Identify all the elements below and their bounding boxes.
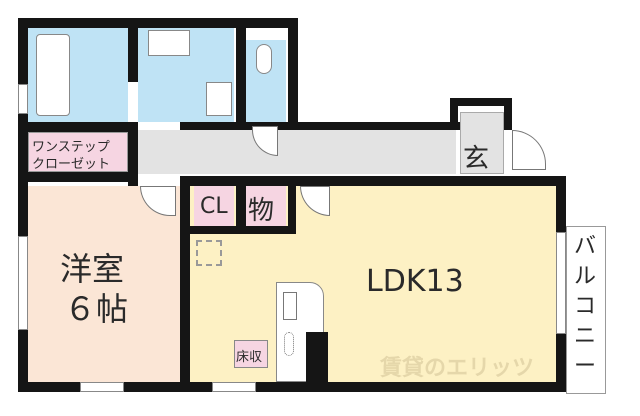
- wall-cl-divider: [236, 186, 246, 226]
- wall-bottom: [18, 382, 566, 392]
- balcony: [566, 226, 606, 394]
- toilet-bowl: [256, 44, 272, 74]
- one-step-closet-label-1: ワンステップ: [32, 140, 110, 155]
- wall-bath-wash: [128, 18, 138, 82]
- wall-left: [18, 18, 28, 392]
- one-step-closet-label-2: クローゼット: [32, 157, 111, 172]
- closet-overlay: [194, 186, 234, 226]
- wall-bath-bottom: [28, 122, 138, 132]
- watermark: 賃貸のエリッツ: [380, 356, 535, 381]
- wall-ldk-top: [180, 176, 566, 186]
- window-bath: [18, 84, 28, 114]
- wall-entrance-box: [450, 98, 512, 106]
- wall-wash-toilet: [236, 18, 246, 130]
- wall-closet-bottom: [28, 172, 138, 182]
- storage-overlay: [246, 186, 286, 226]
- floor-storage-label: 床収: [236, 350, 263, 365]
- western-room-name: 洋室: [60, 250, 125, 288]
- wall-cl-bottom: [190, 226, 296, 234]
- entrance-label: 玄: [463, 144, 490, 174]
- western-room: [28, 186, 180, 382]
- wall-storage-right: [288, 176, 296, 234]
- kitchen-sink-icon: [283, 292, 297, 320]
- ceiling-light-icon: [196, 240, 222, 266]
- bathtub: [36, 34, 70, 116]
- entrance: [460, 112, 504, 174]
- wall-corridor-top: [180, 122, 460, 130]
- door-entrance: [512, 130, 546, 170]
- corridor: [138, 130, 456, 174]
- window-western-bottom: [80, 382, 124, 392]
- western-room-size: ６帖: [64, 290, 129, 328]
- kitchen-wall: [306, 332, 328, 382]
- storage-label-top: 物: [248, 196, 275, 226]
- wall-right-lower: [556, 334, 566, 392]
- balcony-label: バルコニー: [574, 234, 597, 379]
- window-western-left: [18, 236, 28, 330]
- ldk-label: LDK13: [366, 264, 464, 299]
- wall-entrance-left: [450, 98, 458, 130]
- wall-room-divider: [180, 176, 190, 392]
- closet-label-top: CL: [200, 194, 228, 219]
- window-ldk-bottom: [212, 382, 256, 392]
- wall-right: [556, 176, 566, 232]
- wall-entrance-right: [504, 98, 512, 130]
- sink: [148, 30, 190, 56]
- stove-icon: [284, 332, 294, 356]
- wall-right-top: [288, 18, 298, 130]
- wall-top: [18, 18, 298, 28]
- washer-space: [206, 82, 232, 116]
- window-ldk-right: [556, 232, 566, 334]
- one-step-closet: [28, 132, 128, 172]
- wall-closet-right: [128, 122, 138, 186]
- floor-storage: [234, 340, 268, 368]
